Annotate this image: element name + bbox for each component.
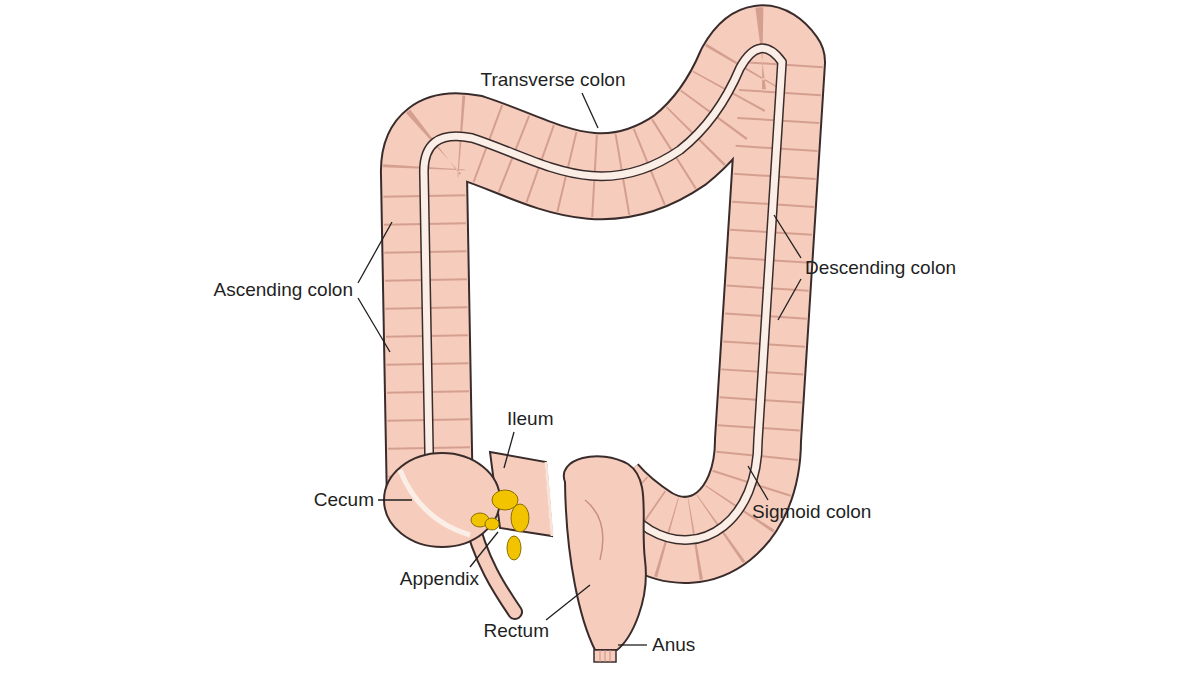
part-label: Ileum bbox=[507, 408, 553, 430]
fat-deposits bbox=[471, 490, 529, 560]
cecum-band bbox=[400, 470, 470, 535]
part-label: Transverse colon bbox=[480, 69, 625, 91]
part-label: Ascending colon bbox=[214, 279, 353, 301]
part-label: Descending colon bbox=[805, 257, 956, 279]
anus-lines bbox=[600, 650, 610, 662]
leader-lines bbox=[358, 93, 801, 645]
part-label: Appendix bbox=[400, 568, 479, 590]
part-label: Cecum bbox=[314, 489, 374, 511]
part-label: Sigmoid colon bbox=[752, 501, 871, 523]
ileum-cut bbox=[546, 462, 552, 536]
rectum-fold bbox=[585, 500, 603, 560]
part-label: Rectum bbox=[484, 620, 549, 642]
rectum-shape bbox=[564, 456, 646, 650]
part-label: Anus bbox=[652, 634, 695, 656]
anus-shape bbox=[594, 650, 616, 662]
